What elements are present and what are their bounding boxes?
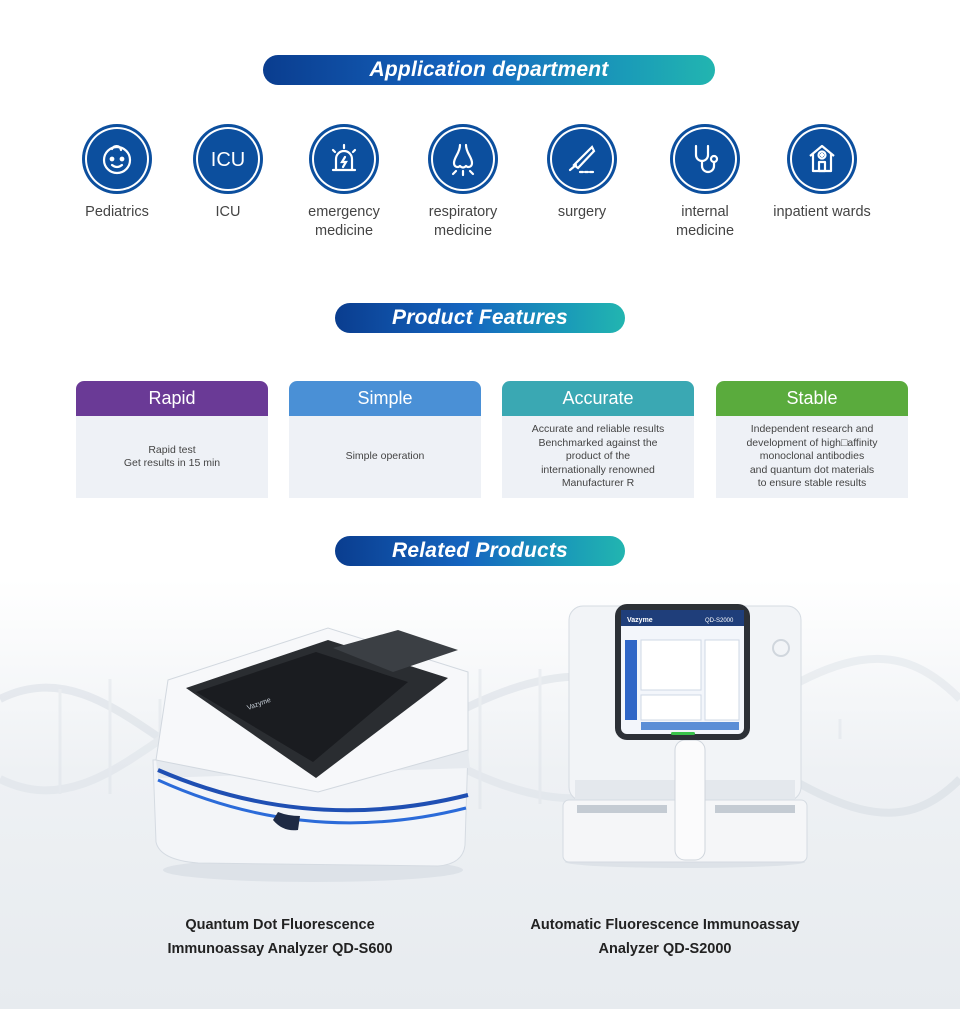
feature-title: Stable: [716, 381, 908, 416]
department-inpatient-wards: inpatient wards: [762, 127, 882, 222]
feature-card-simple: Simple Simple operation: [289, 381, 481, 498]
svg-text:ICU: ICU: [211, 149, 245, 171]
hospital-icon: [790, 127, 854, 191]
department-emergency-medicine: emergency medicine: [284, 127, 404, 241]
feature-card-rapid: Rapid Rapid test Get results in 15 min: [76, 381, 268, 498]
product-features-banner: Product Features: [335, 303, 625, 333]
department-label: Pediatrics: [85, 204, 149, 220]
feature-title: Accurate: [502, 381, 694, 416]
scalpel-icon: [550, 127, 614, 191]
department-label: emergency medicine: [308, 204, 380, 239]
feature-text: Rapid test Get results in 15 min: [76, 416, 268, 498]
department-label: ICU: [215, 204, 241, 220]
feature-title: Rapid: [76, 381, 268, 416]
baby-face-icon: [85, 127, 149, 191]
feature-text: Simple operation: [289, 416, 481, 498]
icu-icon: ICU: [196, 127, 260, 191]
siren-icon: [312, 127, 376, 191]
department-label: respiratory medicine: [428, 204, 498, 239]
section-title: Application department: [369, 58, 609, 81]
feature-card-accurate: Accurate Accurate and reliable results B…: [502, 381, 694, 498]
application-department-banner: Application department: [263, 55, 715, 85]
section-title: Product Features: [392, 306, 568, 329]
department-pediatrics: Pediatrics: [57, 127, 177, 222]
nose-icon: [431, 127, 495, 191]
department-label: surgery: [557, 204, 607, 220]
department-label: inpatient wards: [773, 204, 871, 220]
department-surgery: surgery: [522, 127, 642, 222]
feature-card-stable: Stable Independent research and developm…: [716, 381, 908, 498]
brand-logo-text: Vazyme: [627, 617, 653, 624]
model-text: QD-S2000: [705, 618, 734, 624]
qd-s600-analyzer-image: Vazyme: [152, 627, 470, 882]
section-title: Related Products: [392, 539, 568, 562]
department-label: internal medicine: [675, 204, 735, 239]
department-internal-medicine: internal medicine: [645, 127, 765, 241]
feature-title: Simple: [289, 381, 481, 416]
product-caption-qd-s600: Quantum Dot Fluorescence Immunoassay Ana…: [167, 917, 393, 957]
related-products-banner: Related Products: [335, 536, 625, 566]
department-icu: ICU ICU: [168, 127, 288, 222]
department-respiratory-medicine: respiratory medicine: [403, 127, 523, 241]
stethoscope-icon: [673, 127, 737, 191]
qd-s2000-analyzer-image: Vazyme QD-S2000: [562, 604, 808, 868]
feature-text: Independent research and development of …: [716, 416, 908, 498]
product-caption-qd-s2000: Automatic Fluorescence Immunoassay Analy…: [530, 917, 800, 957]
feature-text: Accurate and reliable results Benchmarke…: [502, 416, 694, 498]
